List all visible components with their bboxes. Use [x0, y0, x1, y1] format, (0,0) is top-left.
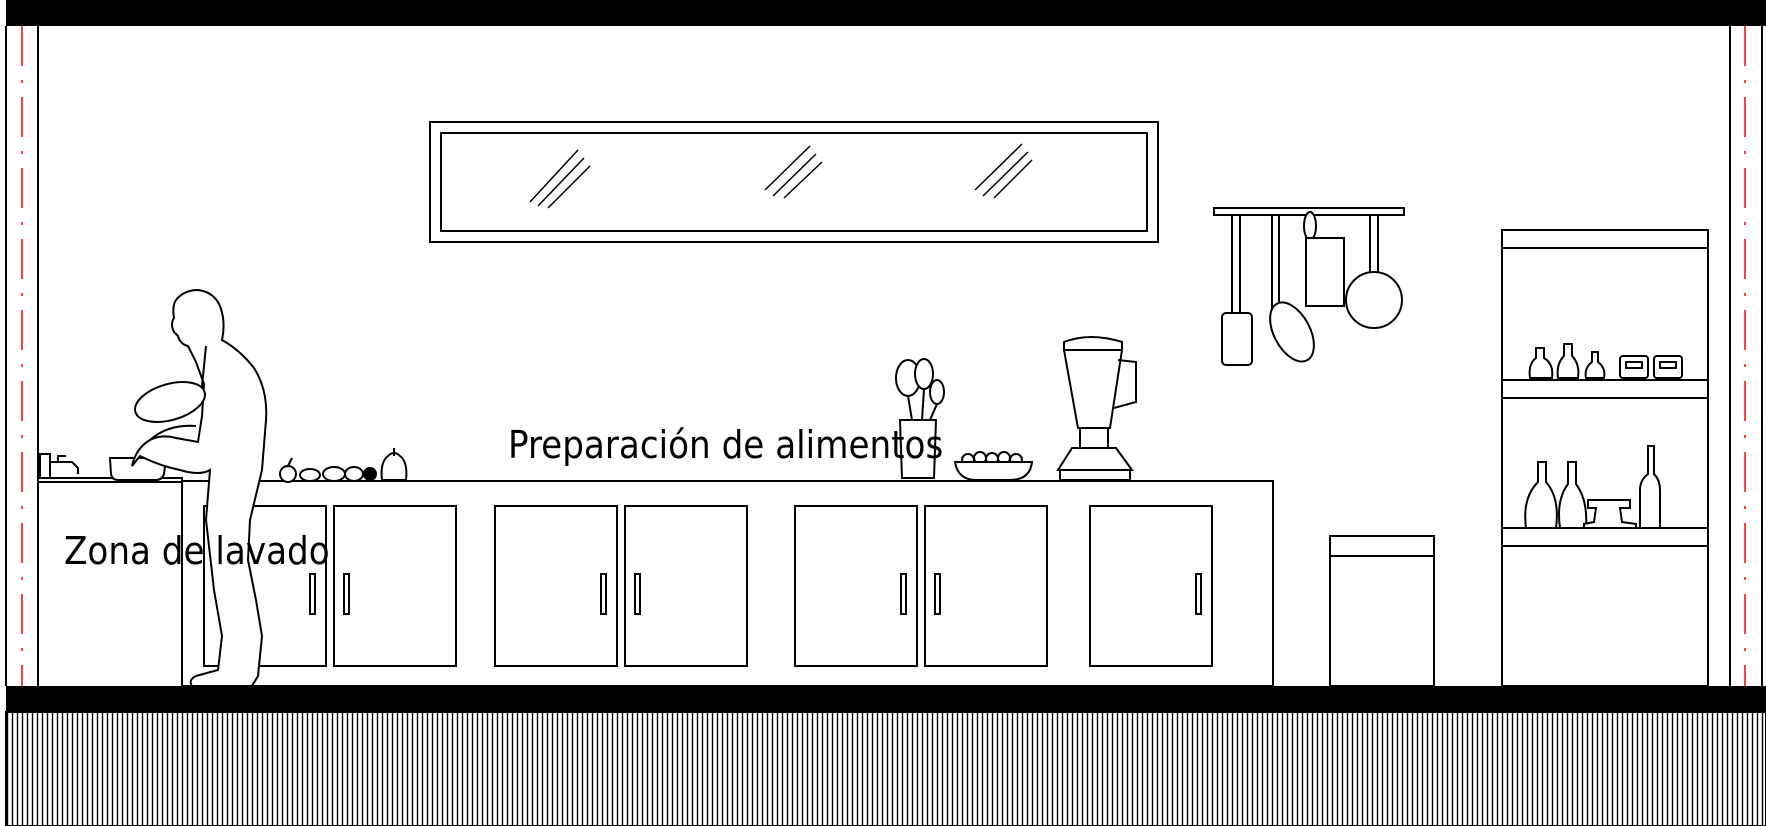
faucet-icon	[39, 453, 79, 479]
sink-counter	[38, 477, 183, 686]
right-wall	[1729, 26, 1763, 686]
left-wall	[5, 26, 39, 686]
utensil-rack	[1213, 207, 1405, 366]
washing-zone-label: Zona de lavado	[64, 529, 330, 573]
trash-bin	[1329, 535, 1435, 687]
food-prep-label: Preparación de alimentos	[508, 423, 943, 467]
cabinet-door	[624, 505, 748, 667]
cabinet-door	[794, 505, 918, 667]
person-silhouette	[131, 288, 268, 687]
cabinet-door	[494, 505, 618, 667]
cabinet-door	[924, 505, 1048, 667]
blender-icon	[1056, 336, 1137, 481]
ground-hatch	[5, 711, 1766, 826]
cabinet-door	[1089, 505, 1213, 667]
utensil-holder-icon	[895, 358, 945, 479]
fruit-bowl-icon	[953, 451, 1034, 481]
fruits-icon	[279, 448, 408, 483]
shelving-unit	[1501, 229, 1709, 687]
spice-jars-icon	[1528, 343, 1683, 379]
ceiling-slab	[6, 0, 1766, 26]
floor-slab	[6, 686, 1766, 712]
basin-icon	[108, 457, 168, 481]
cabinet-door	[333, 505, 457, 667]
high-window	[429, 121, 1159, 243]
prep-counter	[181, 480, 1274, 687]
bottles-icon	[1524, 445, 1661, 529]
